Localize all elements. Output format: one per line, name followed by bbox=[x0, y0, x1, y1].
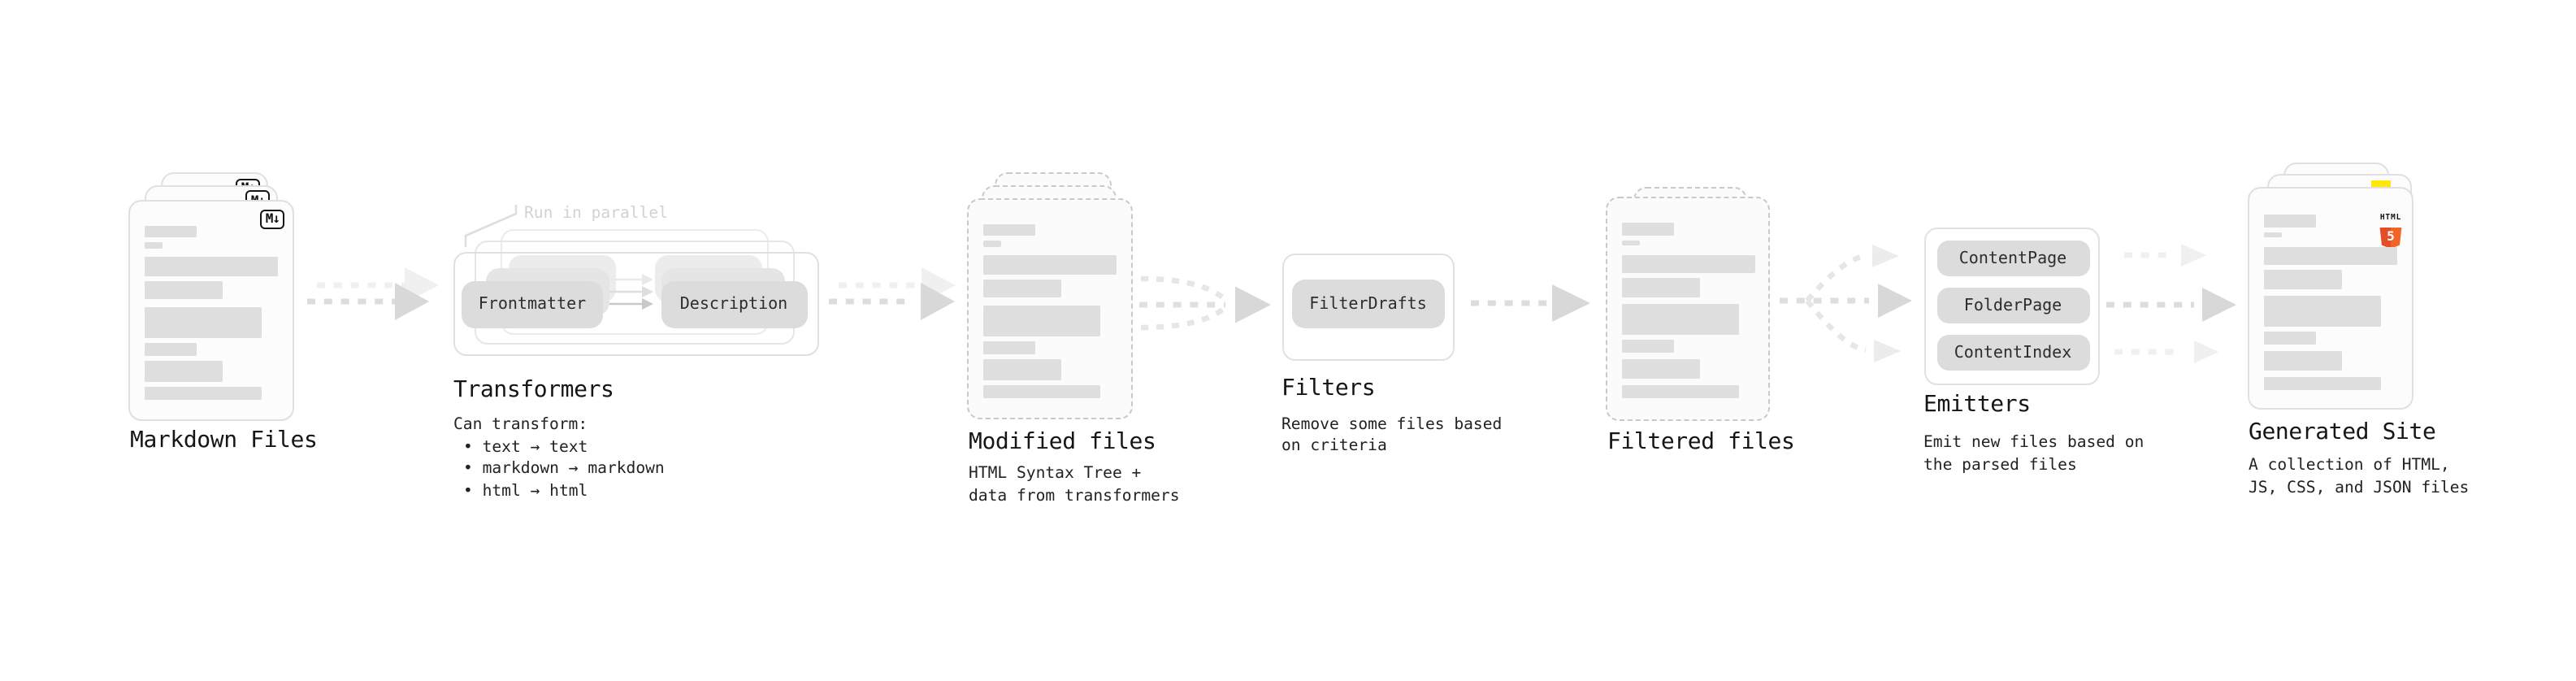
placeholder-bar bbox=[2263, 296, 2380, 327]
placeholder-bar bbox=[2263, 350, 2341, 371]
stage-description: HTML Syntax Tree + data from transformer… bbox=[969, 463, 1180, 507]
placeholder-bar bbox=[982, 359, 1060, 380]
placeholder-bar bbox=[982, 255, 1116, 274]
stage-title: Filtered files bbox=[1607, 429, 1795, 455]
placeholder-bar bbox=[2263, 332, 2315, 345]
placeholder-bar bbox=[1622, 384, 1739, 397]
stage-title: Markdown Files bbox=[130, 427, 318, 453]
desc-line: data from transformers bbox=[969, 487, 1180, 505]
html5-label: HTML bbox=[2379, 215, 2402, 223]
placeholder-bar bbox=[982, 305, 1099, 336]
placeholder-bar bbox=[1622, 278, 1700, 297]
triple-arrow-icon bbox=[2106, 244, 2236, 363]
placeholder-bar bbox=[2263, 376, 2380, 389]
desc-line: on criteria bbox=[1281, 437, 1387, 455]
annotation-leader-line bbox=[464, 204, 518, 248]
file-card-front bbox=[966, 197, 1132, 419]
file-content-placeholder bbox=[1622, 223, 1755, 397]
placeholder-bar bbox=[145, 242, 163, 248]
placeholder-bar bbox=[982, 385, 1099, 398]
desc-line: A collection of HTML, bbox=[2249, 457, 2450, 475]
desc-bullet: • text → text bbox=[463, 438, 588, 456]
emitter-pill-folderpage: FolderPage bbox=[1936, 288, 2089, 323]
run-in-parallel-annotation: Run in parallel bbox=[524, 205, 668, 223]
emitters-box: ContentPage FolderPage ContentIndex bbox=[1923, 228, 2099, 385]
placeholder-bar bbox=[982, 279, 1060, 297]
desc-line: HTML Syntax Tree + bbox=[969, 465, 1142, 483]
placeholder-bar bbox=[1622, 340, 1674, 353]
placeholder-bar bbox=[1622, 223, 1674, 235]
desc-line: Remove some files based bbox=[1281, 415, 1503, 433]
placeholder-bar bbox=[145, 342, 197, 355]
emitter-pill-contentindex: ContentIndex bbox=[1936, 335, 2089, 371]
placeholder-bar bbox=[145, 306, 262, 337]
dashed-arrow-icon bbox=[1471, 284, 1590, 322]
html5-number: 5 bbox=[2387, 229, 2395, 245]
placeholder-bar bbox=[2263, 246, 2396, 265]
placeholder-bar bbox=[145, 257, 278, 275]
transform-arrow-icon bbox=[609, 274, 653, 310]
merge-arrow-icon bbox=[1139, 275, 1271, 331]
file-content-placeholder bbox=[2263, 215, 2396, 389]
emitter-pill-contentpage: ContentPage bbox=[1936, 241, 2089, 276]
html5-shield: 5 bbox=[2379, 227, 2402, 249]
stage-description: Can transform: • text → text • markdown … bbox=[453, 414, 665, 502]
desc-line: Can transform: bbox=[453, 416, 588, 434]
description-pill: Description bbox=[661, 280, 807, 327]
placeholder-bar bbox=[982, 340, 1034, 354]
dashed-arrow-icon bbox=[307, 267, 439, 320]
html5-icon: HTML 5 bbox=[2379, 195, 2402, 249]
placeholder-bar bbox=[145, 387, 262, 400]
placeholder-bar bbox=[982, 241, 1000, 246]
desc-line: the parsed files bbox=[1923, 456, 2077, 474]
stage-description: A collection of HTML, JS, CSS, and JSON … bbox=[2249, 455, 2469, 499]
placeholder-bar bbox=[1622, 358, 1700, 379]
desc-bullet: • markdown → markdown bbox=[463, 460, 665, 478]
stage-title: Filters bbox=[1281, 375, 1376, 401]
placeholder-bar bbox=[145, 361, 223, 381]
file-content-placeholder bbox=[982, 223, 1116, 398]
placeholder-bar bbox=[2263, 215, 2315, 227]
frontmatter-pill: Frontmatter bbox=[462, 280, 603, 327]
file-card-front: HTML 5 bbox=[2247, 187, 2413, 409]
stage-title: Generated Site bbox=[2249, 419, 2436, 445]
placeholder-bar bbox=[145, 280, 223, 299]
placeholder-bar bbox=[2263, 232, 2281, 237]
desc-bullet: • html → html bbox=[463, 482, 588, 500]
dashed-arrow-icon bbox=[829, 267, 956, 320]
placeholder-bar bbox=[145, 225, 197, 237]
placeholder-bar bbox=[1622, 240, 1640, 245]
placeholder-bar bbox=[1622, 304, 1739, 335]
transformer-box-front bbox=[453, 252, 819, 355]
stage-description: Remove some files based on criteria bbox=[1281, 414, 1502, 458]
stage-title: Emitters bbox=[1923, 391, 2031, 417]
placeholder-bar bbox=[1622, 254, 1755, 273]
markdown-icon: M↓ bbox=[260, 209, 284, 228]
file-card-front: M↓ bbox=[128, 199, 294, 421]
file-card-front bbox=[1606, 197, 1770, 420]
file-content-placeholder bbox=[145, 225, 278, 400]
split-arrow-icon bbox=[1780, 245, 1912, 362]
stage-description: Emit new files based on the parsed files bbox=[1923, 432, 2144, 476]
filterdrafts-pill: FilterDrafts bbox=[1292, 280, 1444, 328]
placeholder-bar bbox=[2263, 270, 2341, 288]
stage-title: Transformers bbox=[453, 376, 614, 402]
desc-line: JS, CSS, and JSON files bbox=[2249, 479, 2470, 497]
desc-line: Emit new files based on bbox=[1923, 434, 2144, 452]
stage-title: Modified files bbox=[969, 429, 1156, 455]
placeholder-bar bbox=[982, 223, 1034, 236]
